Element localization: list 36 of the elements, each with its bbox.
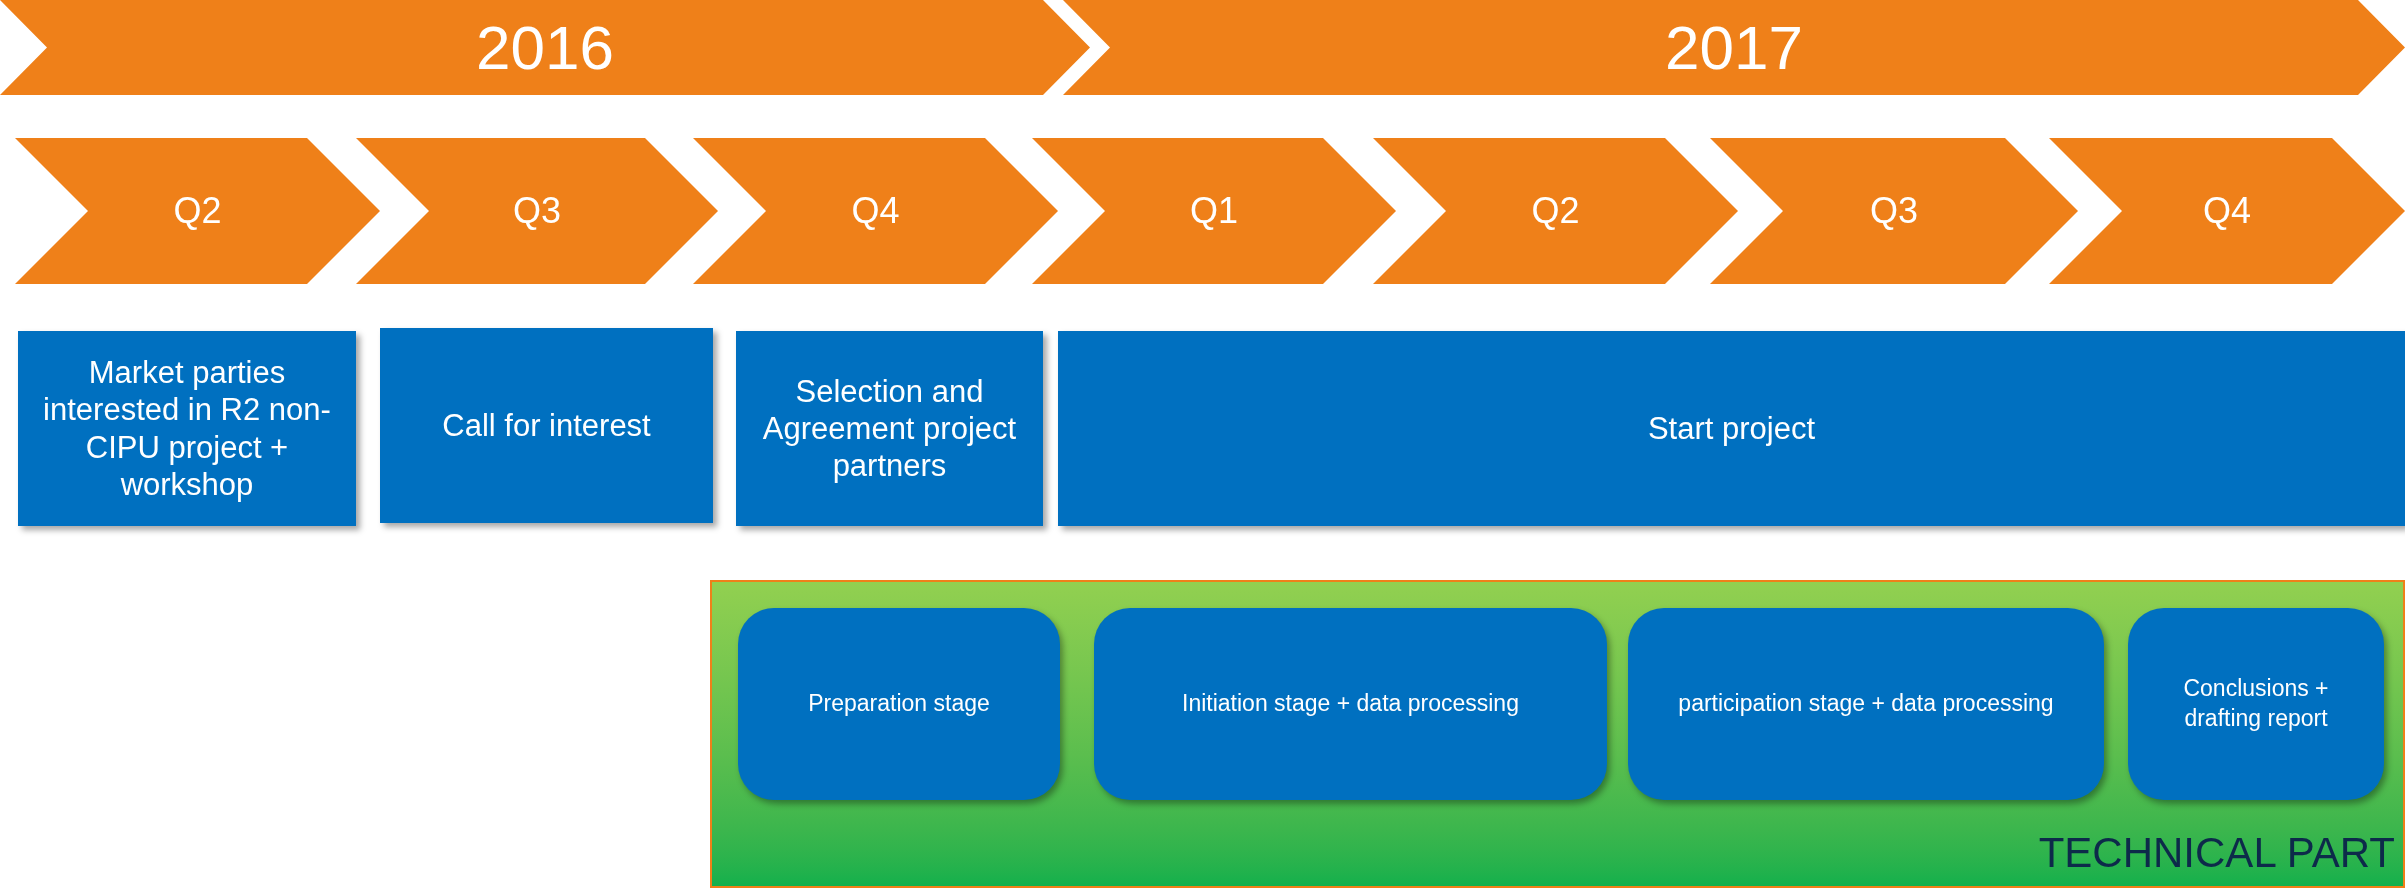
milestone-text: Market parties interested in R2 non-CIPU project + workshop xyxy=(42,354,332,503)
quarter-banner xyxy=(2049,138,2405,284)
quarter-banner xyxy=(1373,138,1738,284)
milestone-text: Call for interest xyxy=(442,406,651,445)
quarter-banner xyxy=(15,138,380,284)
milestone-text: Selection and Agreement project partners xyxy=(761,372,1018,485)
stage-text: participation stage + data processing xyxy=(1678,689,2054,719)
year-banner xyxy=(0,0,1090,95)
stage-box xyxy=(1094,608,1607,800)
year-banner xyxy=(1063,0,2405,95)
quarter-banner xyxy=(356,138,718,284)
quarter-label: Q3 xyxy=(1870,193,1918,229)
panel-title: TECHNICAL PART xyxy=(2038,832,2395,874)
milestone-box xyxy=(736,331,1043,526)
quarter-label: Q4 xyxy=(851,193,900,229)
quarter-label: Q2 xyxy=(1531,193,1580,229)
stage-box xyxy=(2128,608,2384,800)
quarter-banner xyxy=(693,138,1058,284)
stage-text: Preparation stage xyxy=(808,689,990,719)
year-label: 2016 xyxy=(476,16,614,79)
stage-text: Conclusions + drafting report xyxy=(2182,674,2330,733)
quarter-banner xyxy=(1710,138,2078,284)
quarter-label: Q2 xyxy=(173,193,222,229)
milestone-box xyxy=(1058,331,2405,526)
milestone-box xyxy=(18,331,356,526)
quarter-label: Q3 xyxy=(513,193,561,229)
quarter-banner xyxy=(1032,138,1396,284)
quarter-label: Q4 xyxy=(2203,193,2251,229)
stage-box xyxy=(738,608,1060,800)
year-label: 2017 xyxy=(1665,16,1803,79)
milestone-text: Start project xyxy=(1647,409,1816,448)
stage-box xyxy=(1628,608,2104,800)
quarter-label: Q1 xyxy=(1190,193,1238,229)
milestone-box xyxy=(380,328,713,523)
stage-text: Initiation stage + data processing xyxy=(1182,689,1519,719)
phase-panel xyxy=(710,580,2405,888)
